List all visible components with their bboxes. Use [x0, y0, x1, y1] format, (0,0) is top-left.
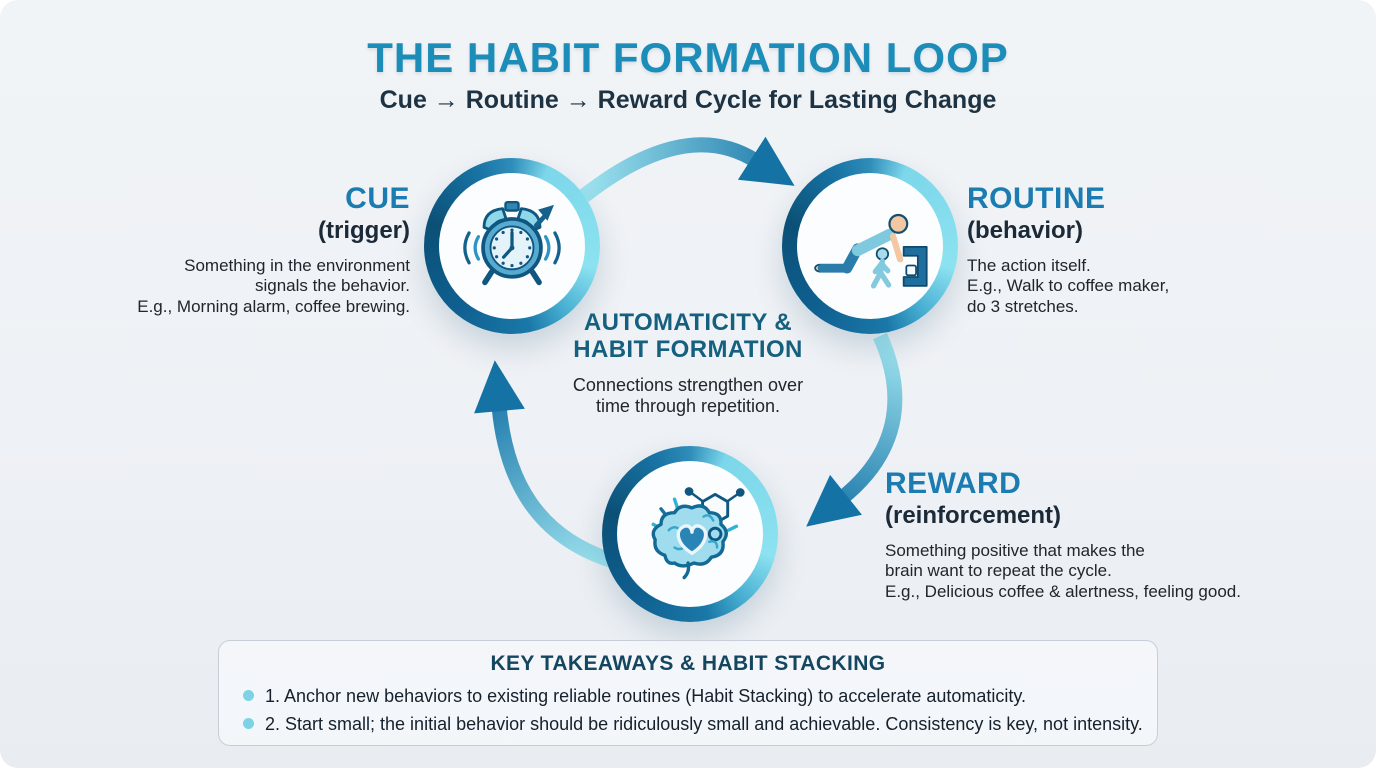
reward-heading: REWARD	[885, 467, 1022, 500]
alarm-clock-icon	[463, 200, 561, 286]
page-subtitle: Cue → Routine → Reward Cycle for Lasting…	[379, 86, 997, 114]
cue-line-3: E.g., Morning alarm, coffee brewing.	[137, 296, 410, 316]
center-description: Connections strengthen over time through…	[508, 375, 868, 417]
takeaway-item: 1. Anchor new behaviors to existing reli…	[243, 684, 1157, 712]
reward-description: Something positive that makes the brain …	[885, 541, 1275, 602]
routine-line-2: E.g., Walk to coffee maker,	[967, 276, 1170, 296]
routine-node-circle	[782, 158, 958, 334]
cue-node-circle	[424, 158, 600, 334]
brain-reward-icon	[651, 487, 745, 580]
reward-line-2: brain want to repeat the cycle.	[885, 561, 1112, 581]
arrow-cue-to-routine	[579, 136, 795, 202]
routine-description: The action itself. E.g., Walk to coffee …	[967, 256, 1287, 317]
takeaway-text-1: 1. Anchor new behaviors to existing reli…	[265, 686, 1027, 706]
routine-label-block: ROUTINE (behavior) The action itself. E.…	[967, 183, 1287, 317]
cue-line-1: Something in the environment	[184, 255, 410, 275]
center-body-line-2: time through repetition.	[595, 395, 781, 416]
page-title: THE HABIT FORMATION LOOP	[367, 34, 1009, 81]
bullet-dot-icon	[243, 718, 254, 729]
routine-qualifier: (behavior)	[967, 216, 1084, 244]
reward-node-inner	[617, 461, 763, 607]
takeaway-item: 2. Start small; the initial behavior sho…	[243, 712, 1157, 740]
cue-node-inner	[439, 173, 585, 319]
cue-heading: CUE	[345, 182, 410, 215]
center-body-line-1: Connections strengthen over	[572, 374, 804, 395]
reward-qualifier: (reinforcement)	[885, 501, 1062, 529]
cue-line-2: signals the behavior.	[255, 276, 410, 296]
center-label-block: AUTOMATICITY & HABIT FORMATION Connectio…	[508, 309, 868, 417]
reward-line-1: Something positive that makes the	[885, 540, 1145, 560]
cue-label-block: CUE (trigger) Something in the environme…	[80, 183, 410, 317]
reward-node-circle	[602, 446, 778, 622]
cue-qualifier: (trigger)	[318, 216, 410, 244]
center-heading-line-1: AUTOMATICITY &	[583, 309, 793, 336]
cue-description: Something in the environment signals the…	[80, 256, 410, 317]
reward-label-block: REWARD (reinforcement) Something positiv…	[885, 468, 1275, 602]
routine-node-inner	[797, 173, 943, 319]
routine-heading: ROUTINE	[967, 182, 1106, 215]
center-heading-line-2: HABIT FORMATION	[573, 335, 803, 363]
takeaways-heading: KEY TAKEAWAYS & HABIT STACKING	[490, 652, 886, 675]
stretching-person-icon	[814, 213, 928, 289]
center-heading: AUTOMATICITY & HABIT FORMATION	[508, 309, 868, 364]
reward-line-3: E.g., Delicious coffee & alertness, feel…	[885, 581, 1241, 601]
takeaways-list: 1. Anchor new behaviors to existing reli…	[219, 684, 1157, 740]
routine-line-3: do 3 stretches.	[967, 296, 1079, 316]
takeaway-text-2: 2. Start small; the initial behavior sho…	[265, 714, 1143, 734]
arrow-reward-to-cue	[474, 360, 613, 568]
routine-line-1: The action itself.	[967, 255, 1091, 275]
bullet-dot-icon	[243, 690, 254, 701]
key-takeaways-box: KEY TAKEAWAYS & HABIT STACKING 1. Anchor…	[218, 640, 1158, 746]
